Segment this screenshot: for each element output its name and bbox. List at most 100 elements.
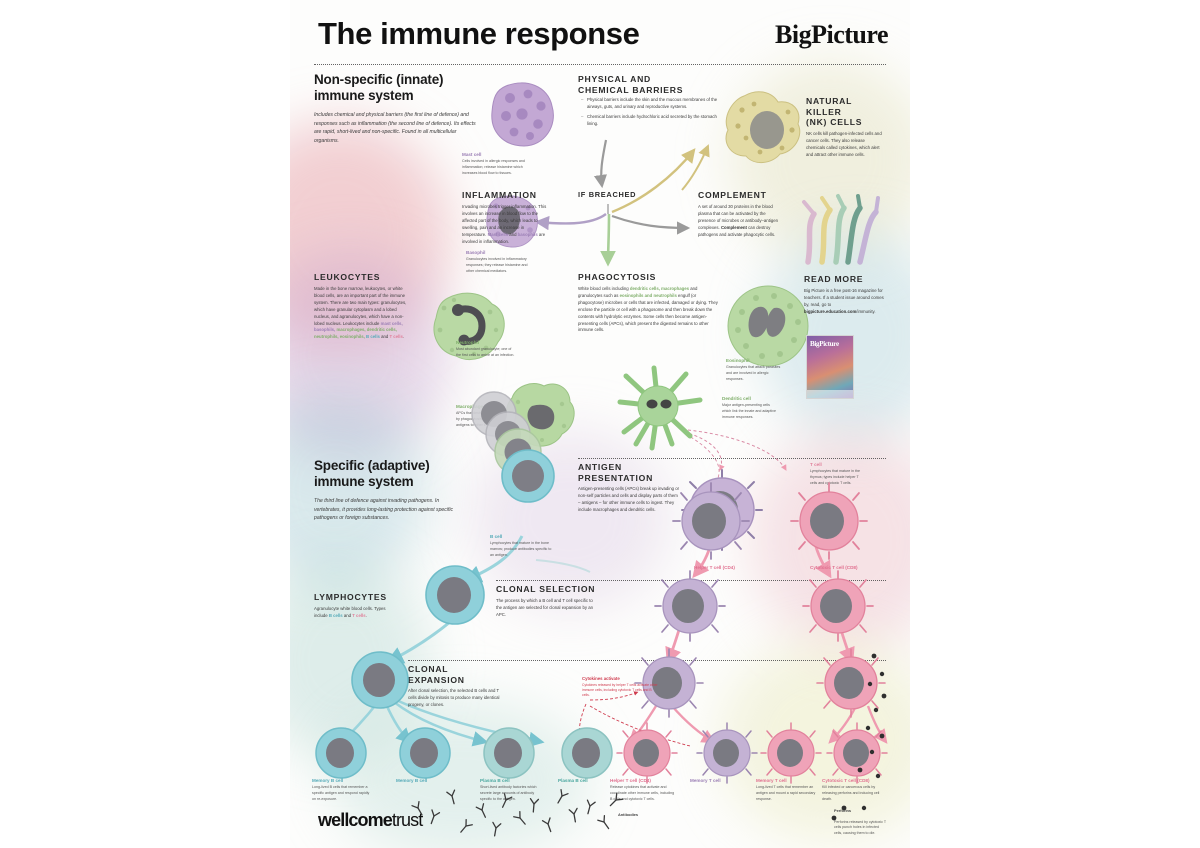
t-cell-label: T cell Lymphocytes that mature in the th… bbox=[810, 462, 864, 486]
callout-body: Cytokines released by helper T cells act… bbox=[582, 683, 658, 698]
dendritic-cell-illustration bbox=[606, 362, 710, 452]
section-body: A set of around 30 proteins in the blood… bbox=[698, 204, 780, 239]
text-run: engulf (or phagocytose) microbes or cell… bbox=[578, 292, 718, 333]
bottom-label-1: Memory B cell bbox=[396, 778, 458, 785]
divider-antigen bbox=[578, 458, 886, 459]
barriers-bullet: Chemical barriers include hydrochloric a… bbox=[581, 114, 728, 128]
brand-logo: BigPicture bbox=[775, 20, 888, 49]
section-body: The process by which a B cell and T cell… bbox=[496, 597, 593, 617]
if-breached-label: IF BREACHED bbox=[578, 190, 637, 199]
plasma-b-cell-2-illustration bbox=[558, 724, 616, 782]
cell-desc: Cells involved in allergic responses and… bbox=[462, 159, 525, 175]
cell-desc: Lymphocytes that mature in the bone marr… bbox=[490, 541, 552, 557]
text-run: Agranulocyte white blood cells. Types in… bbox=[314, 605, 386, 618]
text-run: and granulocytes such as bbox=[578, 285, 698, 298]
magazine-footer-bar bbox=[807, 390, 853, 398]
cell-name: Memory T cell bbox=[756, 778, 787, 783]
lymphocyte-stack bbox=[468, 388, 578, 508]
cell-desc: Granulocytes involved in inflammatory re… bbox=[466, 257, 528, 273]
section-title: ANTIGEN PRESENTATION bbox=[578, 462, 654, 483]
eosinophil-label: Eosinophil Granulocytes that attack para… bbox=[726, 358, 786, 382]
section-title: INFLAMMATION bbox=[462, 190, 537, 200]
cell-name: Macrophage bbox=[456, 404, 484, 409]
poster-header: The immune response BigPicture bbox=[290, 0, 910, 64]
inflammation-section: INFLAMMATION Invading microbes trigger i… bbox=[462, 190, 548, 245]
highlight-basophils: basophils bbox=[517, 231, 538, 237]
memory-b-cell-1-illustration bbox=[312, 724, 370, 782]
bottom-label-0: Memory B cell Long-lived B cells that re… bbox=[312, 778, 374, 802]
page-title: The immune response bbox=[318, 16, 640, 51]
cell-desc: Short-lived antibody factories which sec… bbox=[480, 785, 537, 801]
cytotoxic-t-cell-final-illustration bbox=[826, 722, 888, 784]
read-more-link[interactable]: bigpicture.education.com bbox=[804, 308, 857, 314]
dendritic-cell-label: Dendritic cell Major antigen-presenting … bbox=[722, 396, 780, 420]
memory-b-cell-2-illustration bbox=[396, 724, 454, 782]
magazine-cover-thumbnail[interactable]: BigPicture bbox=[806, 335, 854, 399]
mast-cell-illustration bbox=[486, 78, 560, 152]
section-title: LEUKOCYTES bbox=[314, 272, 381, 282]
bottom-label-2: Plasma B cell Short-lived antibody facto… bbox=[480, 778, 542, 802]
mast-cell-label: Mast cell Cells involved in allergic res… bbox=[462, 152, 528, 176]
highlight-dendritic-macrophages: dendritic cells, macrophages bbox=[629, 285, 690, 291]
logo-bold: wellcome bbox=[318, 810, 393, 830]
cell-name: Cytotoxic T cell (CD8) bbox=[822, 778, 870, 783]
cell-name: Neutrophil bbox=[456, 340, 479, 345]
cell-desc: Kill infected or cancerous cells by rele… bbox=[822, 785, 880, 801]
cytotoxic-t-cell-type-label: Cytotoxic T cell (CD8) bbox=[810, 556, 857, 574]
cell-desc: Lymphocytes that mature in the thymus; t… bbox=[810, 469, 861, 485]
nk-cells-section: NATURAL KILLER (NK) CELLS NK cells kill … bbox=[806, 96, 884, 159]
text-run: A set of around 30 proteins in the blood… bbox=[698, 203, 779, 230]
adaptive-intro: The third line of defence against invadi… bbox=[314, 497, 454, 522]
cell-name: B cell bbox=[490, 534, 503, 539]
section-title: CLONAL EXPANSION bbox=[408, 664, 465, 685]
bottom-label-4: Helper T cell (CD4) Release cytokines th… bbox=[610, 778, 676, 802]
eosinophil-illustration bbox=[722, 282, 814, 370]
section-body: After clonal selection, the selected B c… bbox=[408, 688, 500, 708]
text-run: are involved in inflammation. bbox=[462, 231, 546, 244]
section-body: Agranulocyte white blood cells. Types in… bbox=[314, 606, 398, 620]
callout-label: Cytokines activate bbox=[582, 676, 620, 681]
antigen-presentation-section: ANTIGEN PRESENTATION Antigen-presenting … bbox=[578, 462, 680, 514]
text-run: Invading microbes trigger inflammation. … bbox=[462, 203, 547, 237]
cell-name: Plasma B cell bbox=[558, 778, 588, 783]
antibodies-illustration bbox=[411, 789, 624, 837]
adaptive-heading: Specific (adaptive) immune system bbox=[314, 458, 430, 490]
helper-t-cell-expanding-illustration bbox=[634, 648, 704, 718]
section-title: CLONAL SELECTION bbox=[496, 584, 596, 594]
section-body: NK cells kill pathogen-infected cells an… bbox=[806, 131, 882, 158]
cell-name: Memory T cell bbox=[690, 778, 721, 783]
cell-name: Eosinophil bbox=[726, 358, 750, 363]
section-title: COMPLEMENT bbox=[698, 190, 767, 200]
memory-t-cell-2-illustration bbox=[760, 722, 822, 784]
complement-proteins-illustration bbox=[790, 190, 886, 266]
innate-heading: Non-specific (innate) immune system bbox=[314, 72, 444, 104]
text-run: . bbox=[402, 334, 405, 340]
cytotoxic-t-cell-illustration bbox=[790, 482, 868, 560]
divider-top bbox=[314, 64, 886, 65]
physical-chemical-barriers-section: PHYSICAL AND CHEMICAL BARRIERS Physical … bbox=[578, 74, 728, 131]
memory-t-cell-1-illustration bbox=[696, 722, 758, 784]
label-text: Helper T cell (CD4) bbox=[694, 565, 735, 570]
adaptive-section: Specific (adaptive) immune system The th… bbox=[314, 458, 466, 523]
read-more-section[interactable]: READ MORE Big Picture is a free post-16 … bbox=[804, 274, 884, 316]
lymphocytes-section: LYMPHOCYTES Agranulocyte white blood cel… bbox=[314, 592, 398, 620]
cell-name: Memory B cell bbox=[396, 778, 428, 783]
cell-desc: Long-lived T cells that remember an anti… bbox=[756, 785, 816, 801]
cell-name: Dendritic cell bbox=[722, 396, 751, 401]
highlight-b-cells: B cells bbox=[364, 334, 380, 340]
basophil-illustration bbox=[482, 190, 544, 252]
antibodies-label: Antibodies bbox=[618, 812, 639, 817]
cell-name: Mast cell bbox=[462, 152, 482, 157]
b-cell-selected-illustration bbox=[422, 562, 488, 628]
helper-t-cell-type-label: Helper T cell (CD4) bbox=[694, 556, 735, 574]
cytotoxic-t-cell-selected-illustration bbox=[802, 570, 874, 642]
perforins-illustration bbox=[831, 653, 887, 821]
cell-desc: Release cytokines that activate and coor… bbox=[610, 785, 675, 801]
cell-desc: Long-lived B cells that remember a speci… bbox=[312, 785, 370, 801]
cell-name: Memory B cell bbox=[312, 778, 344, 783]
barriers-bullet-list: Physical barriers include the skin and t… bbox=[578, 97, 728, 128]
highlight-eosinophils-neutrophils: eosinophils and neutrophils bbox=[619, 292, 677, 298]
cytotoxic-t-cell-expanding-illustration bbox=[816, 648, 886, 718]
text-run: Big Picture is a free post-16 magazine f… bbox=[804, 287, 884, 307]
perforins-desc: Perforins released by cytotoxic T cells … bbox=[834, 819, 887, 835]
